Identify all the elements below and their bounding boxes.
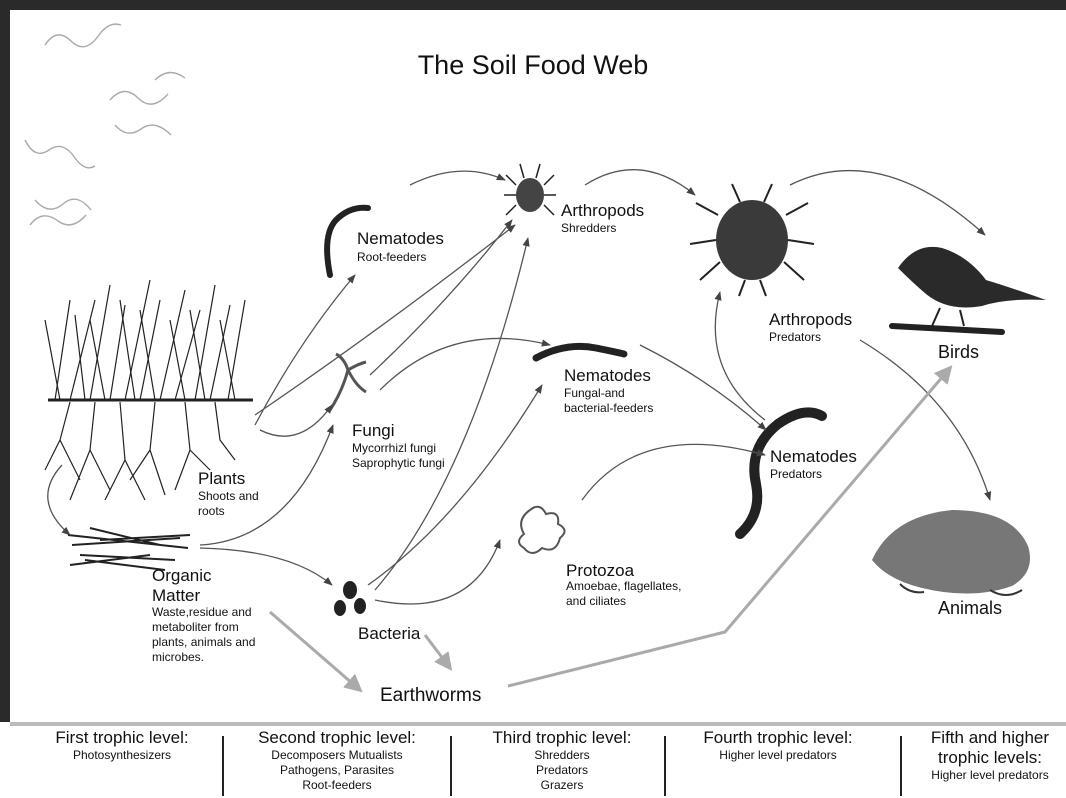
label-arthropods-shredders: Arthropods [561, 201, 644, 221]
label-organic-matter-1: Organic [152, 566, 212, 586]
desc-nematodes-root: Root-feeders [357, 250, 426, 265]
trophic-level-3-line2: Predators [470, 763, 654, 778]
trophic-level-5-desc: Higher level predators [916, 768, 1064, 783]
trophic-level-4-desc: Higher level predators [680, 748, 876, 763]
bird-icon [892, 247, 1046, 332]
label-arthropods-predators: Arthropods [769, 310, 852, 330]
arthropod-predator-icon [690, 184, 814, 296]
trophic-level-2: Second trophic level: Decomposers Mutual… [238, 728, 436, 793]
label-fungi: Fungi [352, 421, 395, 441]
label-plants: Plants [198, 469, 245, 489]
trophic-level-3-title: Third trophic level: [470, 728, 654, 748]
desc-plants-2: roots [198, 504, 225, 519]
organic-matter-icon [68, 528, 190, 570]
desc-nematodes-fungal-2: bacterial-feeders [564, 401, 653, 416]
trophic-level-5: Fifth and higher trophic levels: Higher … [916, 728, 1064, 783]
desc-organic-matter-2: metaboliter from [152, 620, 239, 635]
trophic-level-3-line3: Grazers [470, 778, 654, 793]
trophic-level-1-title: First trophic level: [36, 728, 208, 748]
desc-arthropods-shredders: Shredders [561, 221, 616, 236]
nematode-fungal-feeder-icon [536, 346, 624, 358]
label-earthworms: Earthworms [380, 686, 481, 706]
arthropod-shredder-icon [504, 164, 556, 215]
trophic-divider [900, 736, 902, 796]
trophic-divider [664, 736, 666, 796]
label-bacteria: Bacteria [358, 624, 420, 644]
label-birds: Birds [938, 342, 979, 362]
trophic-level-2-title: Second trophic level: [238, 728, 436, 748]
desc-protozoa-2: and ciliates [566, 594, 626, 609]
trophic-divider [450, 736, 452, 796]
desc-fungi-2: Saprophytic fungi [352, 456, 445, 471]
desc-organic-matter-4: microbes. [152, 650, 204, 665]
trophic-level-4: Fourth trophic level: Higher level preda… [680, 728, 876, 763]
trophic-level-1: First trophic level: Photosynthesizers [36, 728, 208, 763]
label-nematodes-predators: Nematodes [770, 447, 857, 467]
desc-protozoa-1: Amoebae, flagellates, [566, 579, 681, 594]
trophic-level-2-line1: Decomposers Mutualists [238, 748, 436, 763]
trophic-level-5-title-2: trophic levels: [916, 748, 1064, 768]
desc-organic-matter-1: Waste,residue and [152, 605, 252, 620]
plants-icon [45, 280, 253, 500]
label-nematodes-fungal: Nematodes [564, 366, 651, 386]
label-protozoa: Protozoa [566, 561, 634, 581]
trophic-level-1-desc: Photosynthesizers [36, 748, 208, 763]
trophic-level-4-title: Fourth trophic level: [680, 728, 876, 748]
trophic-divider [222, 736, 224, 796]
scan-border-band [10, 722, 1066, 726]
diagram-title: The Soil Food Web [0, 50, 1066, 81]
desc-nematodes-predators: Predators [770, 467, 822, 482]
label-nematodes-root: Nematodes [357, 229, 444, 249]
fungi-icon [330, 354, 366, 410]
trophic-level-3: Third trophic level: Shredders Predators… [470, 728, 654, 793]
desc-fungi-1: Mycorrhizl fungi [352, 441, 436, 456]
label-animals: Animals [938, 598, 1002, 618]
desc-nematodes-fungal-1: Fungal-and [564, 386, 625, 401]
trophic-level-3-line1: Shredders [470, 748, 654, 763]
trophic-level-5-title-1: Fifth and higher [916, 728, 1064, 748]
trophic-level-2-line2: Pathogens, Parasites [238, 763, 436, 778]
bacteria-icon [334, 581, 366, 616]
label-organic-matter-2: Matter [152, 586, 200, 606]
trophic-level-2-line3: Root-feeders [238, 778, 436, 793]
mole-icon [872, 510, 1030, 595]
desc-plants-1: Shoots and [198, 489, 259, 504]
desc-organic-matter-3: plants, animals and [152, 635, 255, 650]
protozoa-icon [519, 507, 565, 553]
desc-arthropods-predators: Predators [769, 330, 821, 345]
